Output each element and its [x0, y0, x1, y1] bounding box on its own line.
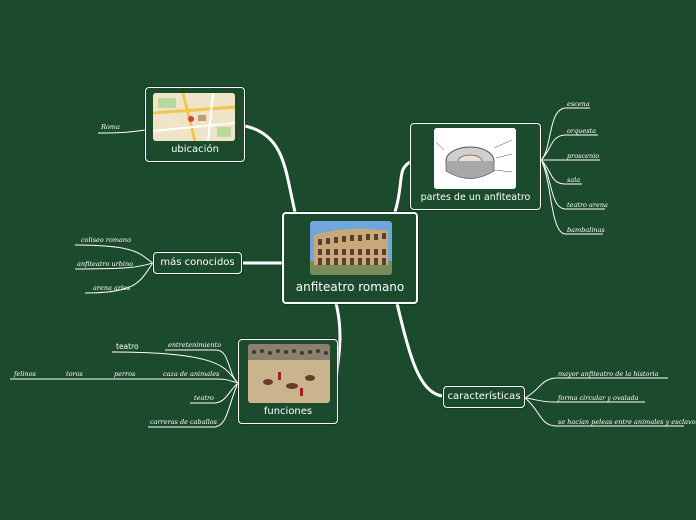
topic-label: partes de un anfiteatro: [420, 192, 531, 203]
leaf-perros[interactable]: perros: [114, 370, 136, 378]
connector-leaf-bambalinas: [540, 159, 566, 235]
connector-leaf-peleas: [524, 397, 556, 427]
connector-leaf-mayor: [524, 377, 556, 399]
leaf-forma-circular[interactable]: forma circular y ovalada: [558, 394, 639, 402]
leaf-escena[interactable]: escena: [567, 100, 590, 108]
city-map-image: [153, 93, 235, 141]
connector-ubicacion: [244, 124, 297, 213]
leaf-orquesta[interactable]: orquesta: [567, 127, 597, 135]
topic-mas-conocidos[interactable]: más conocidos: [153, 252, 242, 274]
connector-leaf-teatro-1: [111, 351, 239, 384]
connector-leaf-roma: [97, 129, 146, 134]
topic-label: funciones: [263, 406, 313, 417]
topic-ubicacion[interactable]: ubicación: [145, 87, 245, 162]
leaf-mayor-anfiteatro[interactable]: mayor anfiteatro de la historia: [558, 370, 659, 378]
amphitheater-cutaway-drawing: [434, 128, 516, 189]
topic-caracteristicas[interactable]: características: [443, 386, 525, 408]
leaf-roma[interactable]: Roma: [101, 123, 120, 131]
leaf-felinos[interactable]: felinos: [14, 370, 36, 378]
leaf-peleas[interactable]: se hacían peleas entre animales y esclav…: [558, 418, 696, 426]
leaf-teatro-arena[interactable]: teatro arena: [567, 201, 608, 209]
connector-leaf-forma: [524, 397, 556, 403]
leaf-bambalinas[interactable]: bambalinas: [567, 226, 605, 234]
central-topic[interactable]: anfiteatro romano: [282, 212, 418, 304]
topic-label: ubicación: [171, 144, 219, 155]
connector-leaf-arles: [84, 262, 154, 294]
leaf-teatro-2[interactable]: teatro: [194, 394, 214, 402]
leaf-proscenio[interactable]: proscenio: [567, 152, 600, 160]
connector-leaf-urbino: [74, 262, 154, 270]
topic-label: características: [447, 391, 521, 402]
connector-caracteristicas: [395, 302, 443, 398]
topic-label: más conocidos: [160, 257, 235, 268]
arena-combat-painting: [248, 344, 330, 403]
central-label: anfiteatro romano: [295, 280, 405, 294]
leaf-arena-arles[interactable]: arena arles: [93, 284, 131, 292]
leaf-carreras-de-caballos[interactable]: carreras de caballos: [150, 418, 217, 426]
topic-partes[interactable]: partes de un anfiteatro: [410, 123, 541, 210]
leaf-anfiteatro-urbino[interactable]: anfiteatro urbino: [77, 260, 134, 268]
leaf-teatro-1[interactable]: teatro: [116, 342, 139, 351]
leaf-sala[interactable]: sala: [567, 176, 581, 184]
connector-leaf-teatro-arena: [540, 159, 566, 210]
connector-partes: [393, 158, 415, 213]
connector-leaf-coliseo: [74, 244, 154, 264]
connector-leaf-orquesta: [540, 134, 566, 161]
leaf-caza-de-animales[interactable]: caza de animales: [163, 370, 220, 378]
topic-funciones[interactable]: funciones: [238, 339, 338, 424]
leaf-toros[interactable]: toros: [66, 370, 83, 378]
connector-leaf-sala: [540, 159, 566, 185]
colosseum-photo: [310, 221, 392, 275]
leaf-entretenimiento[interactable]: entretenimiento: [168, 341, 222, 349]
connector-leaf-escena: [540, 107, 566, 161]
leaf-coliseo-romano[interactable]: coliseo romano: [81, 236, 132, 244]
